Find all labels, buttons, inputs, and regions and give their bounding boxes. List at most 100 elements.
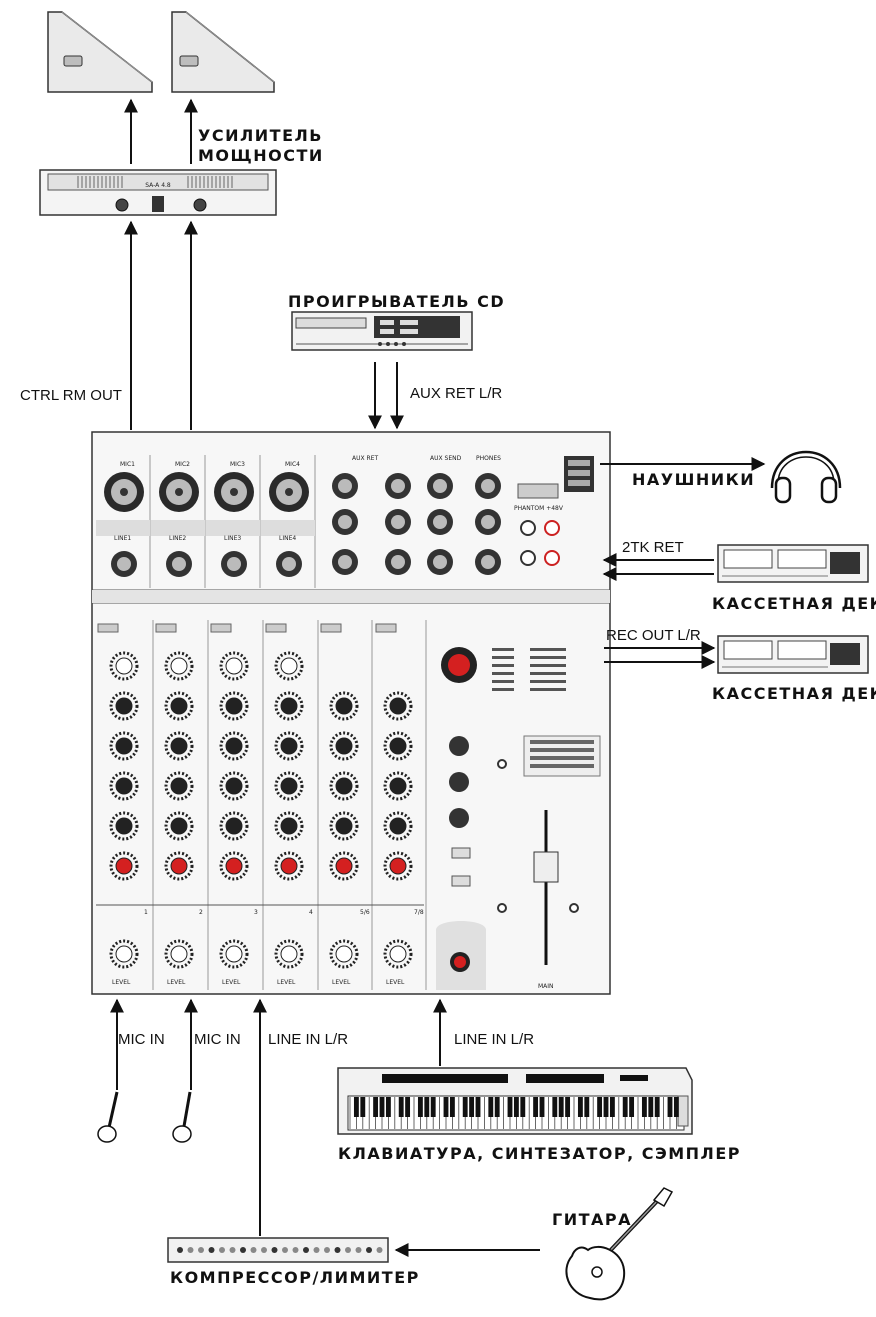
mic2-label: MIC2 <box>175 461 190 468</box>
black-key <box>629 1097 635 1117</box>
channel-knob <box>164 691 194 721</box>
compressor-limiter <box>167 1237 389 1263</box>
keyboard-label: КЛАВИАТУРА, СИНТЕЗАТОР, СЭМПЛЕР <box>338 1144 741 1163</box>
amplifier-model: SA-A 4.8 <box>145 182 171 189</box>
black-key <box>353 1097 359 1117</box>
compressor-knob <box>376 1247 383 1253</box>
channel-knob <box>329 851 359 881</box>
master-section: MAIN <box>436 647 601 990</box>
compressor-knob <box>271 1247 278 1253</box>
channel-knob <box>164 771 194 801</box>
black-key <box>577 1097 583 1117</box>
phantom-label: PHANTOM +48V <box>514 505 564 512</box>
compressor-knob <box>355 1247 362 1253</box>
mic-in-label-right: MIC IN <box>194 1031 241 1048</box>
cd-player-label: ПРОИГРЫВАТЕЛЬ CD <box>288 292 506 311</box>
black-key <box>417 1097 423 1117</box>
channel-knob <box>109 851 139 881</box>
black-key <box>507 1097 513 1117</box>
level-label-3: LEVEL <box>222 979 241 986</box>
monitor-speaker-left <box>47 11 153 93</box>
black-key <box>565 1097 571 1117</box>
aux-ret-header: AUX RET <box>352 455 378 462</box>
level-label-5-6: LEVEL <box>332 979 351 986</box>
black-key <box>609 1097 615 1117</box>
cassette-deck-label-top: КАССЕТНАЯ ДЕКА <box>712 594 876 613</box>
compressor-knob <box>261 1247 267 1253</box>
channel-knob <box>274 731 304 761</box>
channel-knob <box>329 731 359 761</box>
channel-knob <box>219 851 249 881</box>
compressor-knob <box>324 1247 330 1253</box>
black-key <box>558 1097 564 1117</box>
channel-number-7-8: 7/8 <box>414 909 424 916</box>
channel-knob <box>329 771 359 801</box>
main-fader-label: MAIN <box>538 983 554 990</box>
black-key <box>654 1097 660 1117</box>
channel-knob <box>164 939 194 969</box>
channel-knob <box>383 731 413 761</box>
compressor-knob <box>177 1247 183 1253</box>
black-key <box>379 1097 385 1117</box>
channel-knob <box>383 939 413 969</box>
channel-knob <box>383 691 413 721</box>
compressor-knob <box>198 1247 204 1253</box>
microphone-right <box>172 1091 192 1143</box>
compressor-knob <box>334 1247 341 1253</box>
channel-knob <box>383 771 413 801</box>
compressor-knob <box>187 1247 194 1253</box>
channel-knob <box>274 691 304 721</box>
tk-ret-label: 2TK RET <box>622 539 684 556</box>
power-amp-label-line2: МОЩНОСТИ <box>198 146 324 165</box>
channel-knob <box>164 851 194 881</box>
line-in-label-right: LINE IN L/R <box>454 1031 535 1048</box>
compressor-knob <box>229 1247 236 1253</box>
black-key <box>513 1097 519 1117</box>
rec-out-label: REC OUT L/R <box>606 627 701 644</box>
channel-knob <box>164 731 194 761</box>
compressor-knob <box>250 1247 257 1253</box>
compressor-knob <box>240 1247 246 1253</box>
compressor-knob <box>292 1247 299 1253</box>
mic3-label: MIC3 <box>230 461 245 468</box>
mic1-label: MIC1 <box>120 461 135 468</box>
channel-knob <box>109 811 139 841</box>
line2-label: LINE2 <box>169 535 186 542</box>
channel-strips: 1 2 3 4 5/6 7/8 LEVEL LEVEL LEVEL LEVEL … <box>96 620 427 990</box>
aux-ret-label: AUX RET L/R <box>410 385 503 402</box>
compressor-label: КОМПРЕССОР/ЛИМИТЕР <box>170 1268 420 1287</box>
black-key <box>622 1097 628 1117</box>
channel-number-4: 4 <box>309 909 313 916</box>
black-key <box>462 1097 468 1117</box>
cassette-deck-bottom <box>717 635 869 674</box>
black-key <box>539 1097 545 1117</box>
power-amplifier: SA-A 4.8 <box>39 169 277 216</box>
channel-knob <box>109 771 139 801</box>
black-key <box>475 1097 481 1117</box>
aux-jacks: AUX RET AUX SEND PHONES PHANTOM +48V <box>332 455 594 575</box>
channel-knob <box>109 731 139 761</box>
channel-knob <box>164 651 194 681</box>
black-key <box>424 1097 430 1117</box>
channel-number-5-6: 5/6 <box>360 909 370 916</box>
channel-knob <box>274 771 304 801</box>
channel-knob <box>219 939 249 969</box>
mic4-label: MIC4 <box>285 461 300 468</box>
power-amp-label-line1: УСИЛИТЕЛЬ <box>198 126 323 145</box>
black-key <box>641 1097 647 1117</box>
level-label-4: LEVEL <box>277 979 296 986</box>
black-key <box>648 1097 654 1117</box>
black-key <box>533 1097 539 1117</box>
headphones-device <box>770 450 842 504</box>
aux-send-label: AUX SEND <box>430 455 462 462</box>
black-key <box>469 1097 475 1117</box>
cd-player <box>291 311 473 351</box>
black-key <box>405 1097 411 1117</box>
level-label-1: LEVEL <box>112 979 131 986</box>
channel-knob <box>164 811 194 841</box>
mixer-console: MIC1 MIC2 MIC3 MIC4 LINE1 LINE2 LINE3 LI… <box>91 431 611 995</box>
compressor-knob <box>366 1247 372 1253</box>
channel-number-2: 2 <box>199 909 203 916</box>
black-key <box>385 1097 391 1117</box>
